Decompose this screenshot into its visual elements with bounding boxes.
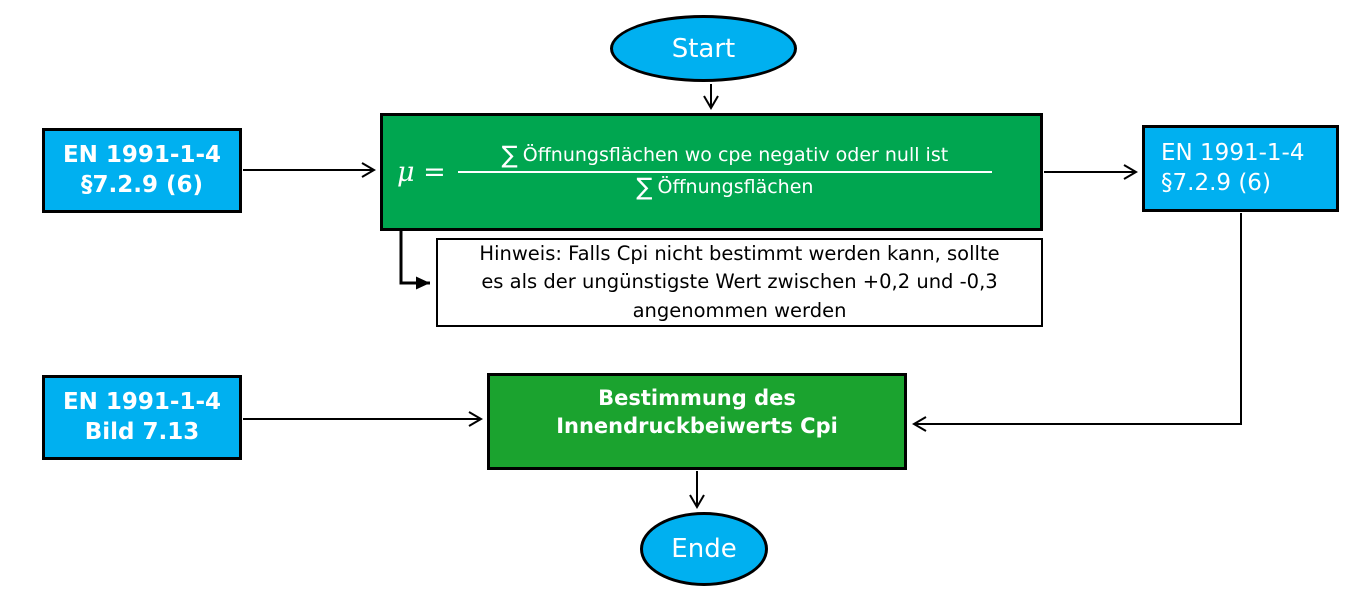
- sigma-symbol: ∑: [636, 173, 653, 201]
- reference-line2: Bild 7.13: [84, 418, 200, 445]
- reference-line1: EN 1991-1-4: [1161, 139, 1305, 166]
- reference-en-1991-bottom-left: EN 1991-1-4 Bild 7.13: [42, 375, 242, 460]
- hinweis-note-box: Hinweis: Falls Cpi nicht bestimmt werden…: [436, 238, 1043, 327]
- formula-denominator-text: Öffnungsflächen: [657, 176, 814, 198]
- formula-numerator-text: Öffnungsflächen wo cpe negativ oder null…: [522, 144, 949, 166]
- start-terminator: Start: [610, 15, 797, 82]
- process-line2: Innendruckbeiwerts Cpi: [556, 413, 838, 438]
- reference-line2: §7.2.9 (6): [1161, 169, 1271, 196]
- end-terminator: Ende: [640, 512, 768, 586]
- process-line1: Bestimmung des: [598, 386, 796, 411]
- note-line2: es als der ungünstigste Wert zwischen +0…: [481, 270, 998, 294]
- sigma-symbol: ∑: [501, 141, 518, 169]
- end-label: Ende: [671, 534, 737, 564]
- reference-line1: EN 1991-1-4: [62, 141, 222, 168]
- reference-en-1991-top-right: EN 1991-1-4 §7.2.9 (6): [1142, 125, 1339, 212]
- reference-line1: EN 1991-1-4: [62, 388, 222, 415]
- formula-process-box: μ = ∑Öffnungsflächen wo cpe negativ oder…: [380, 113, 1043, 231]
- note-line1: Hinweis: Falls Cpi nicht bestimmt werden…: [479, 242, 1000, 266]
- start-label: Start: [671, 33, 736, 64]
- note-line3: angenommen werden: [632, 298, 847, 322]
- reference-line2: §7.2.9 (6): [80, 171, 204, 198]
- arrow-formula-to-note: [399, 231, 430, 290]
- fraction-bar: [457, 171, 992, 173]
- formula-lhs: μ =: [397, 156, 446, 188]
- formula-denominator: ∑Öffnungsflächen: [636, 173, 813, 203]
- reference-en-1991-top-left: EN 1991-1-4 §7.2.9 (6): [42, 128, 242, 213]
- formula-numerator: ∑Öffnungsflächen wo cpe negativ oder nul…: [502, 141, 949, 171]
- determine-cpi-process-box: Bestimmung des Innendruckbeiwerts Cpi: [487, 373, 907, 470]
- formula-fraction: ∑Öffnungsflächen wo cpe negativ oder nul…: [457, 141, 992, 203]
